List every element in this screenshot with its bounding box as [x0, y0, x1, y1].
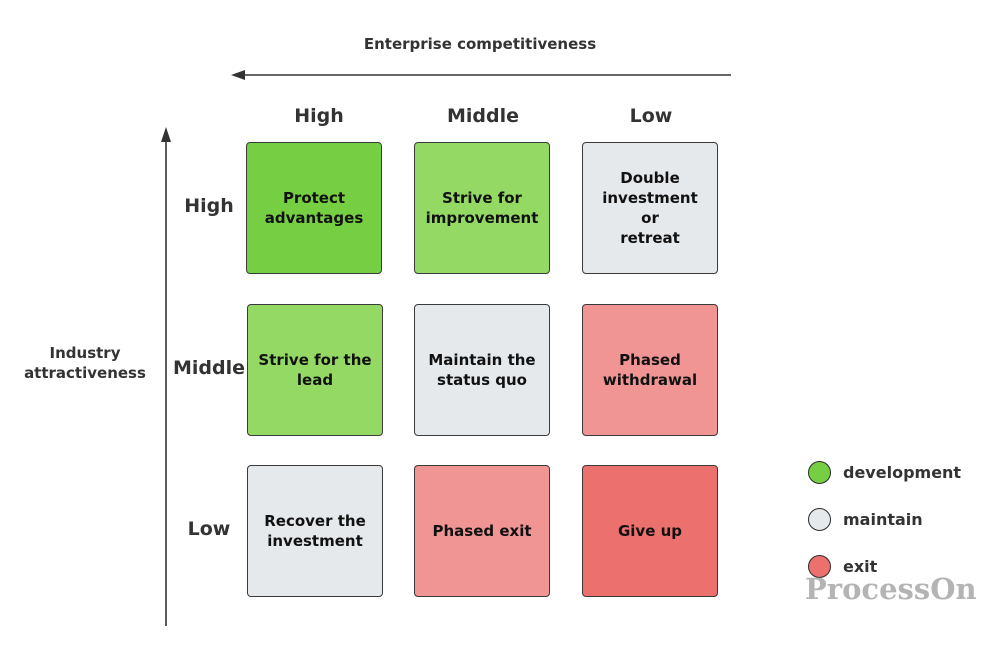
cell-double-investment-or-retreat[interactable]: Double investment or retreat	[582, 142, 718, 274]
cell-text-line: Double	[620, 169, 680, 187]
column-label-middle: Middle	[446, 105, 520, 127]
y-axis-title: Industry attractiveness	[10, 343, 160, 383]
y-axis-arrowhead-icon	[161, 127, 171, 142]
cell-strive-for-improvement[interactable]: Strive for improvement	[414, 142, 550, 274]
cell-protect-advantages[interactable]: Protect advantages	[246, 142, 382, 274]
cell-text-line: Phased exit	[432, 522, 532, 540]
cell-text-line: Strive for the	[258, 351, 372, 369]
watermark-logo: ProcessOn	[805, 572, 977, 606]
cell-text-line: Give up	[617, 522, 683, 540]
column-label-low: Low	[629, 105, 673, 127]
cell-text-line: advantages	[264, 209, 364, 227]
cell-maintain-the-status-quo[interactable]: Maintain the status quo	[414, 304, 550, 436]
y-axis-title-line1: Industry	[49, 344, 121, 362]
legend-item-maintain: maintain	[808, 506, 923, 532]
cell-phased-exit[interactable]: Phased exit	[414, 465, 550, 597]
legend-dot-icon	[808, 460, 831, 484]
legend-dot-icon	[808, 554, 831, 578]
column-label-high: High	[294, 105, 344, 127]
cell-text-line: improvement	[425, 209, 539, 227]
cell-phased-withdrawal[interactable]: Phased withdrawal	[582, 304, 718, 436]
cell-text-line: Protect	[282, 189, 346, 207]
cell-text-line: retreat	[620, 229, 680, 247]
legend-dot-icon	[808, 507, 831, 531]
x-axis-arrowhead-icon	[231, 70, 245, 80]
cell-text-line: withdrawal	[602, 371, 698, 389]
row-label-low: Low	[187, 518, 231, 540]
legend-item-development: development	[808, 459, 961, 485]
cell-recover-the-investment[interactable]: Recover the investment	[247, 465, 383, 597]
row-label-middle: Middle	[172, 357, 246, 379]
x-axis-title: Enterprise competitiveness	[363, 35, 597, 53]
legend-label: maintain	[843, 509, 923, 529]
legend-item-exit: exit	[808, 553, 877, 579]
cell-text-line: status quo	[437, 371, 527, 389]
cell-text-line: investment	[267, 532, 363, 550]
cell-text-line: Recover the	[264, 512, 366, 530]
row-label-high: High	[184, 195, 234, 217]
cell-strive-for-the-lead[interactable]: Strive for the lead	[247, 304, 383, 436]
cell-text-line: Strive for	[442, 189, 522, 207]
y-axis-title-line2: attractiveness	[24, 364, 146, 382]
cell-text-line: lead	[296, 371, 334, 389]
cell-text-line: Maintain the	[428, 351, 536, 369]
cell-give-up[interactable]: Give up	[582, 465, 718, 597]
legend-label: exit	[843, 556, 878, 576]
legend-label: development	[843, 462, 962, 482]
cell-text-line: investment or	[602, 189, 698, 227]
cell-text-line: Phased	[619, 351, 681, 369]
